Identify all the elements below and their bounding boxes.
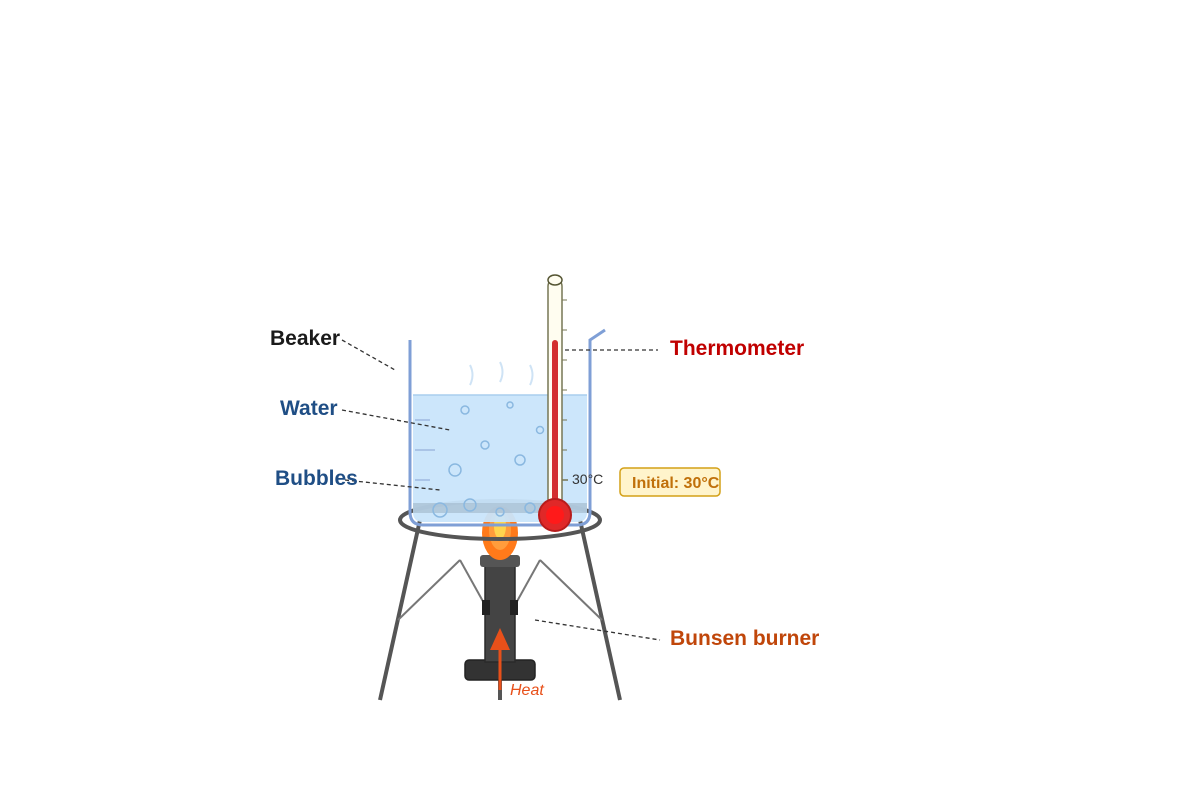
- bunsen-burner-label: Bunsen burner: [670, 627, 819, 650]
- bubbles-label: Bubbles: [275, 467, 358, 490]
- thermometer-reading: 30°C: [572, 471, 603, 487]
- beaker: [408, 328, 606, 527]
- heat-label: Heat: [510, 682, 544, 699]
- beaker-label: Beaker: [270, 327, 340, 350]
- initial-temperature-badge: Initial: 30°C: [619, 467, 721, 497]
- heat-arrow: [490, 628, 510, 690]
- bubbles: [432, 401, 545, 518]
- thermometer: [538, 274, 572, 532]
- thermometer-label: Thermometer: [670, 337, 804, 360]
- leader-lines: [341, 339, 661, 641]
- initial-temperature-text: Initial: 30°C: [632, 475, 720, 492]
- steam: [469, 361, 534, 386]
- water-label: Water: [280, 397, 338, 420]
